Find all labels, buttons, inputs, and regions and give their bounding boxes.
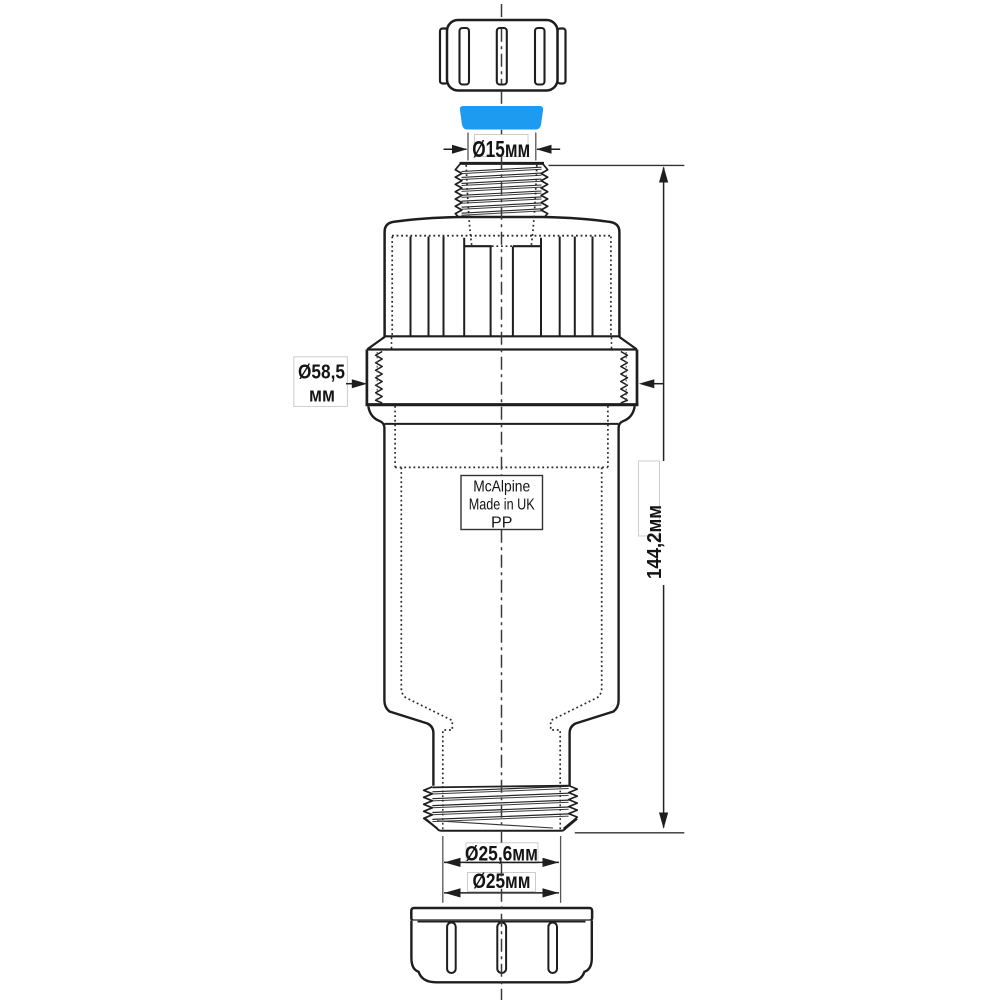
svg-text:Ø58,5: Ø58,5: [298, 361, 345, 384]
svg-text:PP: PP: [491, 515, 512, 532]
svg-text:Made in UK: Made in UK: [469, 497, 535, 514]
svg-text:Ø25,6мм: Ø25,6мм: [465, 842, 538, 866]
svg-text:мм: мм: [309, 384, 335, 407]
svg-text:McAlpine: McAlpine: [473, 479, 530, 496]
svg-text:144,2мм: 144,2мм: [644, 505, 666, 579]
